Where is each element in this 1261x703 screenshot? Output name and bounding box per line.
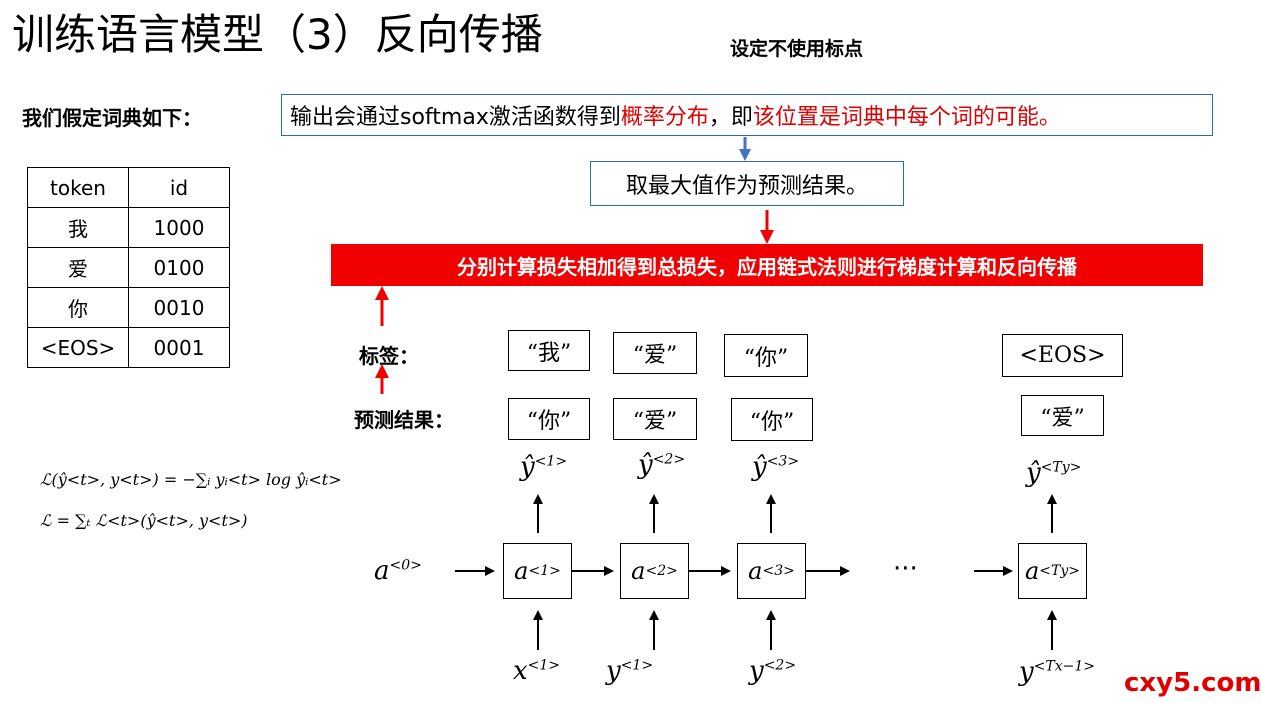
output-base: ŷ [638, 450, 653, 480]
cell-base: a [514, 557, 529, 585]
label-box-1: “我” [508, 330, 590, 371]
sequence-ellipsis: ··· [893, 554, 918, 584]
input-sup: <Tx−1> [1033, 658, 1096, 675]
predictions-row-label: 预测结果： [354, 408, 454, 432]
initial-state: a<0> [374, 556, 422, 586]
cell-base: a [631, 557, 646, 585]
input-base: y [749, 656, 764, 686]
id-cell: 1000 [128, 207, 230, 248]
token-cell: 爱 [27, 247, 129, 288]
initial-state-sup: <0> [389, 557, 422, 574]
column-header-token: token [27, 167, 129, 208]
token-cell: 你 [27, 287, 129, 328]
token-cell: <EOS> [27, 327, 129, 368]
input-sup: <2> [763, 657, 797, 674]
watermark: cxy5.com [1124, 668, 1261, 698]
output-y-hat-1: ŷ<1> [520, 452, 567, 482]
input-sup: <1> [620, 657, 654, 674]
label-box-eos: <EOS> [1002, 334, 1123, 377]
loss-banner: 分别计算损失相加得到总损失，应用链式法则进行梯度计算和反向传播 [331, 244, 1203, 286]
softmax-note-highlight-1: 概率分布 [620, 105, 709, 130]
total-loss-formula: ℒ = ∑ₜ ℒ<t>(ŷ<t>, y<t>) [40, 511, 248, 530]
softmax-note-highlight-2: 该位置是词典中每个词的可能。 [752, 105, 1061, 130]
cell-sup: <1> [528, 563, 561, 579]
column-header-id: id [128, 167, 230, 208]
cell-sup: <2> [645, 563, 678, 579]
rnn-cell-4: a<Ty> [1018, 543, 1087, 599]
cell-sup: <3> [762, 563, 795, 579]
label-box-2: “爱” [613, 332, 697, 374]
slide-subtitle: 设定不使用标点 [730, 38, 864, 60]
table-row: <EOS> 0001 [27, 327, 230, 368]
labels-row-label: 标签： [359, 344, 419, 368]
softmax-note-prefix: 输出会通过softmax激活函数得到 [290, 105, 621, 130]
input-base: x [513, 656, 528, 686]
input-base: y [606, 656, 621, 686]
output-base: ŷ [752, 452, 767, 482]
cell-base: a [748, 557, 763, 585]
prediction-box-2: “爱” [613, 398, 697, 440]
output-sup: <Ty> [1040, 459, 1082, 476]
argmax-note: 取最大值作为预测结果。 [590, 161, 904, 206]
output-y-hat-2: ŷ<2> [638, 450, 685, 480]
input-y-2: y<2> [749, 656, 796, 686]
output-y-hat-3: ŷ<3> [752, 452, 799, 482]
table-row: 爱 0100 [27, 247, 230, 288]
dictionary-table: token id 我 1000 爱 0100 你 0010 <EOS> 0001 [27, 167, 230, 368]
cell-sup: <Ty> [1039, 563, 1081, 579]
output-sup: <2> [652, 451, 686, 468]
input-base: y [1019, 657, 1034, 687]
input-x-1: x<1> [513, 656, 560, 686]
input-y-1: y<1> [606, 656, 653, 686]
label-box-3: “你” [724, 334, 808, 377]
id-cell: 0001 [128, 327, 230, 368]
softmax-note: 输出会通过softmax激活函数得到概率分布，即该位置是词典中每个词的可能。 [281, 94, 1213, 136]
table-header-row: token id [27, 167, 230, 208]
output-base: ŷ [520, 452, 535, 482]
rnn-cell-3: a<3> [737, 543, 806, 599]
slide-title: 训练语言模型（3）反向传播 [12, 10, 543, 59]
rnn-cell-1: a<1> [503, 543, 572, 599]
step-loss-formula: ℒ(ŷ<t>, y<t>) = −∑ᵢ yᵢ<t> log ŷᵢ<t> [40, 470, 342, 489]
input-y-tx: y<Tx−1> [1019, 657, 1095, 687]
prediction-box-4: “爱” [1021, 395, 1104, 436]
output-sup: <3> [766, 453, 800, 470]
prediction-box-3: “你” [731, 398, 813, 441]
output-base: ŷ [1026, 458, 1041, 488]
dictionary-caption: 我们假定词典如下： [22, 106, 202, 130]
initial-state-base: a [374, 556, 390, 586]
prediction-box-1: “你” [508, 398, 590, 440]
table-row: 你 0010 [27, 287, 230, 328]
cell-base: a [1024, 557, 1040, 585]
input-sup: <1> [527, 657, 561, 674]
id-cell: 0100 [128, 247, 230, 288]
id-cell: 0010 [128, 287, 230, 328]
rnn-cell-2: a<2> [620, 543, 689, 599]
loss-formulas: ℒ(ŷ<t>, y<t>) = −∑ᵢ yᵢ<t> log ŷᵢ<t> ℒ = … [40, 470, 342, 530]
output-y-hat-4: ŷ<Ty> [1026, 458, 1081, 488]
softmax-note-middle: ，即 [708, 105, 753, 130]
output-sup: <1> [534, 453, 568, 470]
